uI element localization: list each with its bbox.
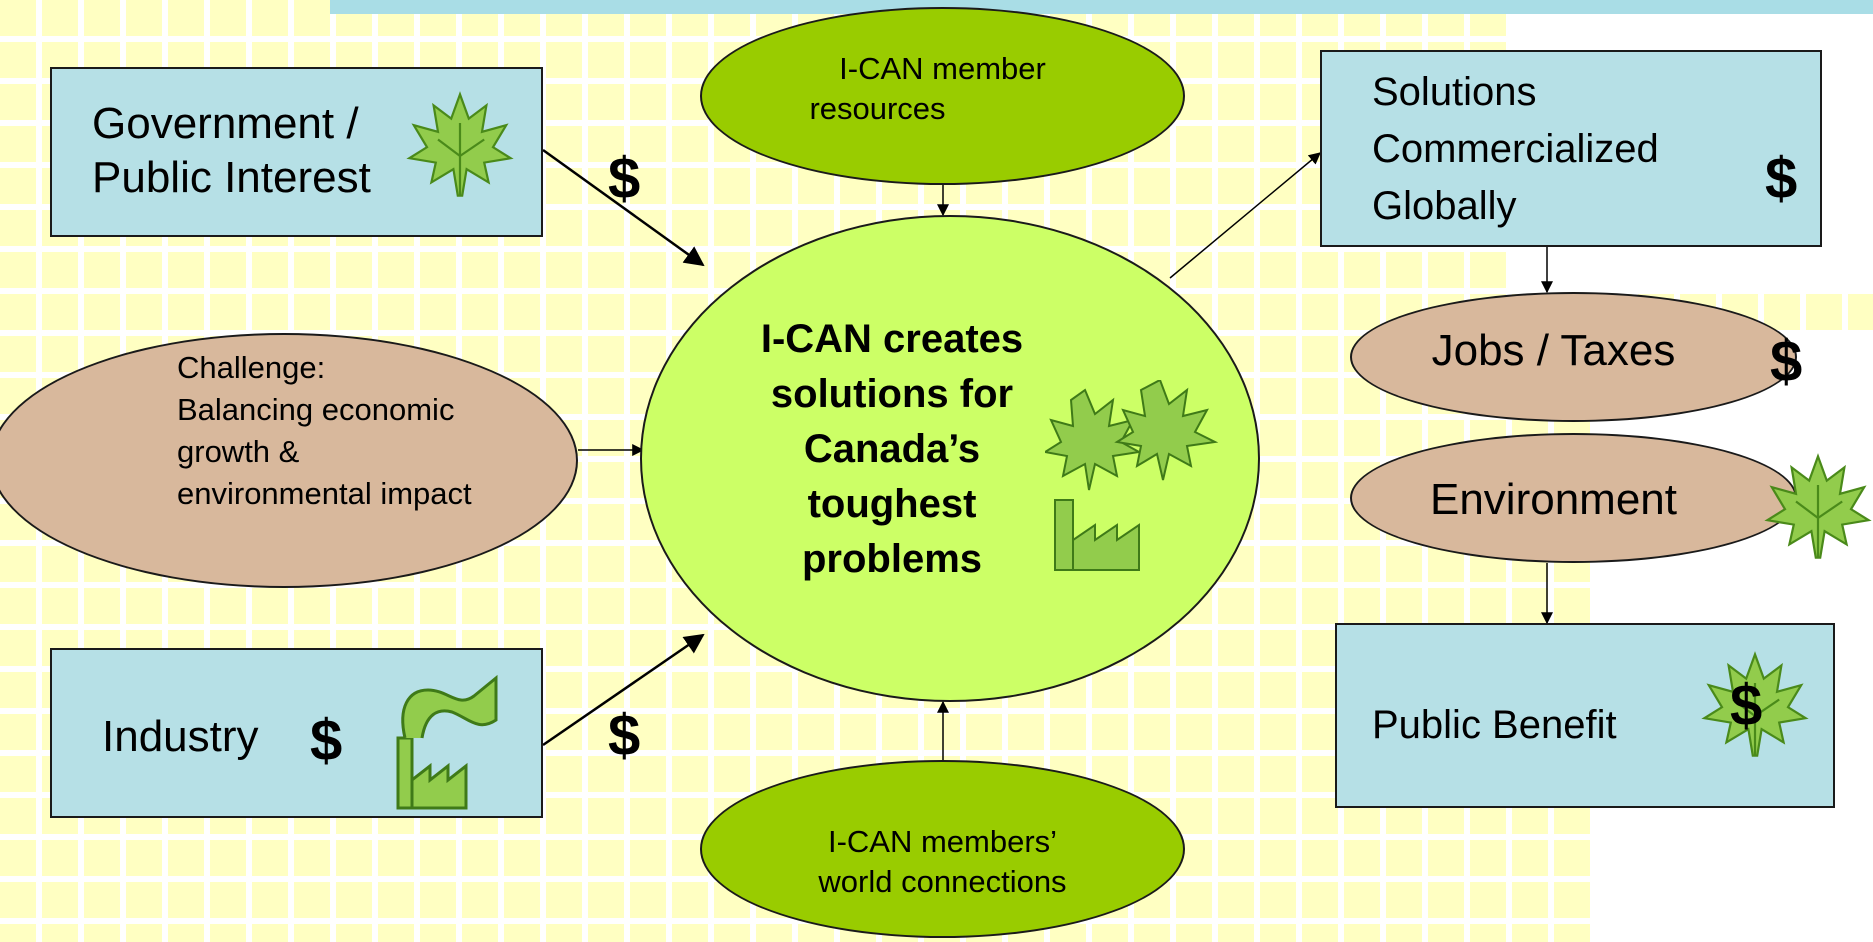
- world-connections-line2: world connections: [818, 864, 1067, 899]
- center-text-line3: Canada’s: [803, 427, 981, 471]
- environment-leaf-icon: [1764, 453, 1872, 559]
- environment-oval: Environment: [1350, 433, 1797, 563]
- environment-label: Environment: [1429, 475, 1677, 524]
- money-symbol-industry-inline: $: [310, 708, 343, 773]
- arrow-center-to-solutions: [1169, 152, 1321, 279]
- jobs-taxes-oval: Jobs / Taxes: [1350, 292, 1797, 422]
- maple-leaf-icon: [406, 91, 514, 197]
- challenge-oval: Challenge: Balancing economic growth & e…: [0, 333, 578, 588]
- challenge-text-line2: Balancing economic: [177, 392, 455, 427]
- challenge-text-line4: environmental impact: [177, 476, 472, 511]
- money-symbol-solutions: $: [1765, 146, 1798, 211]
- member-resources-line2: resources: [809, 91, 946, 126]
- solutions-line1: Solutions: [1372, 70, 1537, 114]
- challenge-text-line1: Challenge:: [177, 350, 326, 385]
- center-text-line1: I-CAN creates: [760, 317, 1024, 361]
- government-label-line1: Government /: [92, 99, 359, 148]
- arrow-government-to-center: [542, 148, 705, 267]
- center-solutions-oval: I-CAN creates solutions for Canada’s tou…: [640, 215, 1260, 702]
- money-symbol-public-benefit: $: [1730, 673, 1763, 738]
- center-text-line4: toughest: [807, 482, 977, 526]
- top-decorative-strip: [330, 0, 1873, 14]
- factory-with-leaves-icon: [1045, 380, 1219, 571]
- member-resources-oval: I-CAN member resources: [700, 7, 1185, 185]
- money-symbol-jobs: $: [1770, 329, 1803, 394]
- solutions-commercialized-box: Solutions Commercialized Globally: [1320, 50, 1822, 247]
- solutions-line3: Globally: [1372, 184, 1517, 228]
- public-benefit-leaf-icon: [1701, 651, 1809, 757]
- government-label-line2: Public Interest: [92, 153, 371, 202]
- arrow-industry-to-center: [542, 633, 705, 747]
- world-connections-oval: I-CAN members’ world connections: [700, 760, 1185, 938]
- member-resources-line1: I-CAN member: [839, 51, 1046, 86]
- factory-icon: [396, 674, 498, 810]
- world-connections-line1: I-CAN members’: [827, 824, 1058, 859]
- money-symbol-government: $: [608, 146, 641, 211]
- solutions-line2: Commercialized: [1372, 127, 1659, 171]
- challenge-text-line3: growth &: [177, 434, 300, 469]
- money-symbol-industry-arrow: $: [608, 703, 641, 768]
- jobs-taxes-label: Jobs / Taxes: [1431, 326, 1676, 375]
- industry-label: Industry: [102, 712, 259, 761]
- center-text-line2: solutions for: [770, 372, 1014, 416]
- public-benefit-label: Public Benefit: [1372, 703, 1617, 747]
- center-text-line5: problems: [801, 537, 983, 581]
